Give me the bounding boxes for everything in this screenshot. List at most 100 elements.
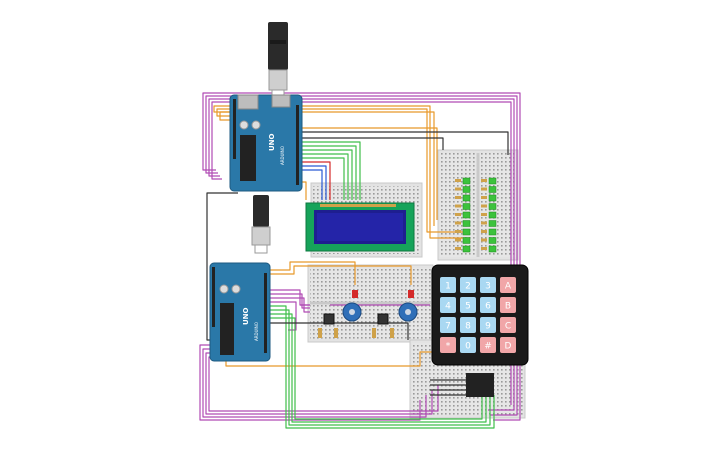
keypad-key[interactable]: B xyxy=(500,297,516,313)
keypad-key[interactable]: 9 xyxy=(480,317,496,333)
led-icon xyxy=(481,203,497,210)
pushbutton-icon[interactable] xyxy=(377,313,389,325)
led-icon xyxy=(481,245,497,253)
led-column-left xyxy=(455,177,471,253)
wire-purple[interactable] xyxy=(205,95,518,416)
keypad-key-label: 0 xyxy=(465,342,471,352)
led-icon xyxy=(455,245,471,253)
wire-purple[interactable] xyxy=(208,356,439,412)
keypad-key[interactable]: # xyxy=(480,337,496,353)
keypad-key[interactable]: 3 xyxy=(480,277,496,293)
wire-green[interactable] xyxy=(300,157,345,200)
wire-green[interactable] xyxy=(300,149,353,200)
wire-green[interactable] xyxy=(300,153,349,200)
wire-green[interactable] xyxy=(300,145,357,200)
led-icon xyxy=(481,237,497,244)
wire-orange[interactable] xyxy=(219,111,435,226)
keypad-key[interactable]: 6 xyxy=(480,297,496,313)
wire-black[interactable] xyxy=(430,379,470,396)
keypad-key[interactable]: 0 xyxy=(460,337,476,353)
breadboard-leds[interactable] xyxy=(437,149,519,261)
keypad-key[interactable]: C xyxy=(500,317,516,333)
wire-orange[interactable] xyxy=(262,265,412,285)
led-icon xyxy=(408,290,414,298)
potentiometer-icon[interactable] xyxy=(342,302,362,322)
usb-cable-icon[interactable] xyxy=(268,22,288,99)
wire-purple[interactable] xyxy=(205,352,433,415)
keypad-key-label: 6 xyxy=(485,302,491,312)
wire-green[interactable] xyxy=(262,313,487,423)
wire-purple[interactable] xyxy=(202,348,427,418)
wire-purple[interactable] xyxy=(199,344,421,421)
keypad-key[interactable]: 1 xyxy=(440,277,456,293)
wire-black[interactable] xyxy=(270,322,409,340)
keypad-key-label: 8 xyxy=(465,322,471,332)
pushbutton-icon[interactable] xyxy=(323,313,335,325)
led-icon xyxy=(455,194,471,202)
lcd-pin-header xyxy=(320,204,396,207)
usb-cable-icon[interactable] xyxy=(251,195,271,254)
keypad-key[interactable]: 5 xyxy=(460,297,476,313)
keypad-key[interactable]: A xyxy=(500,277,516,293)
wire-purple[interactable] xyxy=(208,98,515,411)
keypad-key[interactable]: 8 xyxy=(460,317,476,333)
led-icon xyxy=(455,177,471,185)
arduino-uno-logo: UNO xyxy=(268,133,276,151)
keypad-key-label: 5 xyxy=(465,302,471,312)
led-icon xyxy=(481,211,497,219)
keypad-key-label: 1 xyxy=(445,282,451,292)
keypad-key-label: * xyxy=(446,342,451,352)
breadboard-pots[interactable] xyxy=(307,264,434,343)
wire-green[interactable] xyxy=(262,305,495,429)
keypad-key-label: D xyxy=(505,342,512,352)
lcd-display[interactable] xyxy=(305,202,415,252)
keypad-key[interactable]: 7 xyxy=(440,317,456,333)
led-icon xyxy=(481,177,497,185)
led-icon xyxy=(481,194,497,202)
keypad-key-label: 2 xyxy=(465,282,471,292)
potentiometer-icon[interactable] xyxy=(398,302,418,322)
arduino-uno-logo: UNO xyxy=(242,307,250,325)
led-column-right xyxy=(481,177,497,253)
wire-purple[interactable] xyxy=(202,92,521,421)
keypad-key[interactable]: 4 xyxy=(440,297,456,313)
keypad-key-label: A xyxy=(505,282,512,292)
keypad-key-label: 9 xyxy=(485,322,491,332)
led-icon xyxy=(455,237,471,244)
led-icon xyxy=(352,290,358,298)
wire-blue[interactable] xyxy=(300,165,327,200)
wire-purple[interactable] xyxy=(211,101,512,405)
keypad-key[interactable]: * xyxy=(440,337,456,353)
led-icon xyxy=(481,186,497,193)
led-icon xyxy=(455,203,471,210)
wire-green[interactable] xyxy=(300,141,361,200)
keypad-key-label: # xyxy=(484,342,492,352)
led-icon xyxy=(455,228,471,236)
led-icon xyxy=(481,228,497,236)
wire-green[interactable] xyxy=(262,309,491,426)
wire-orange[interactable] xyxy=(262,261,356,285)
arduino-brand-text: ARDUINO xyxy=(254,322,259,341)
wire-orange[interactable] xyxy=(300,127,438,220)
wire-blue[interactable] xyxy=(300,169,323,200)
wire-black[interactable] xyxy=(300,137,444,150)
led-icon xyxy=(481,220,497,227)
wire-green[interactable] xyxy=(262,317,483,420)
wire-purple[interactable] xyxy=(262,293,310,309)
arduino-brand-text: ARDUINO xyxy=(280,146,285,165)
arduino-bottom[interactable]: UNO ARDUINO xyxy=(209,262,271,362)
keypad-key-label: 4 xyxy=(445,302,451,312)
keypad-key[interactable]: 2 xyxy=(460,277,476,293)
led-icon xyxy=(455,220,471,227)
keypad-key[interactable]: D xyxy=(500,337,516,353)
led-icon xyxy=(455,186,471,193)
keypad-key-label: 3 xyxy=(485,282,491,292)
wire-red[interactable] xyxy=(300,161,331,200)
arduino-top[interactable]: UNO ARDUINO xyxy=(229,94,303,192)
pot-section xyxy=(318,290,418,338)
wire-black[interactable] xyxy=(300,131,509,155)
